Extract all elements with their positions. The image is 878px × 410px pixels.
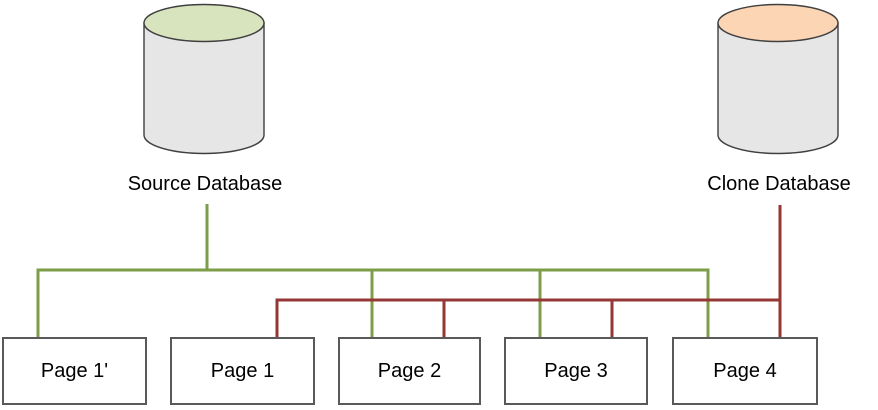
clone-database-label: Clone Database: [707, 173, 851, 195]
source-cylinder-top: [143, 3, 265, 43]
source-database-label: Source Database: [127, 173, 283, 195]
clone-cylinder-top: [717, 3, 839, 43]
source-cylinder-body: [143, 22, 265, 155]
clone-connector: [275, 298, 781, 338]
page-box-label: Page 3: [544, 359, 608, 382]
page-box-label: Page 1': [40, 359, 109, 382]
clone-cylinder-body: [717, 22, 839, 155]
page-box-label: Page 2: [377, 359, 442, 382]
page-box-label: Page 1: [210, 359, 275, 382]
clone-database-icon: [717, 3, 839, 155]
page-box-label: Page 4: [713, 359, 777, 382]
page-box-1: Page 1: [170, 337, 315, 405]
page-box-4: Page 4: [672, 337, 818, 405]
page-box-2: Page 2: [338, 337, 481, 405]
page-box-1-prime: Page 1': [2, 337, 147, 405]
page-box-3: Page 3: [504, 337, 648, 405]
source-database-icon: [143, 3, 265, 155]
